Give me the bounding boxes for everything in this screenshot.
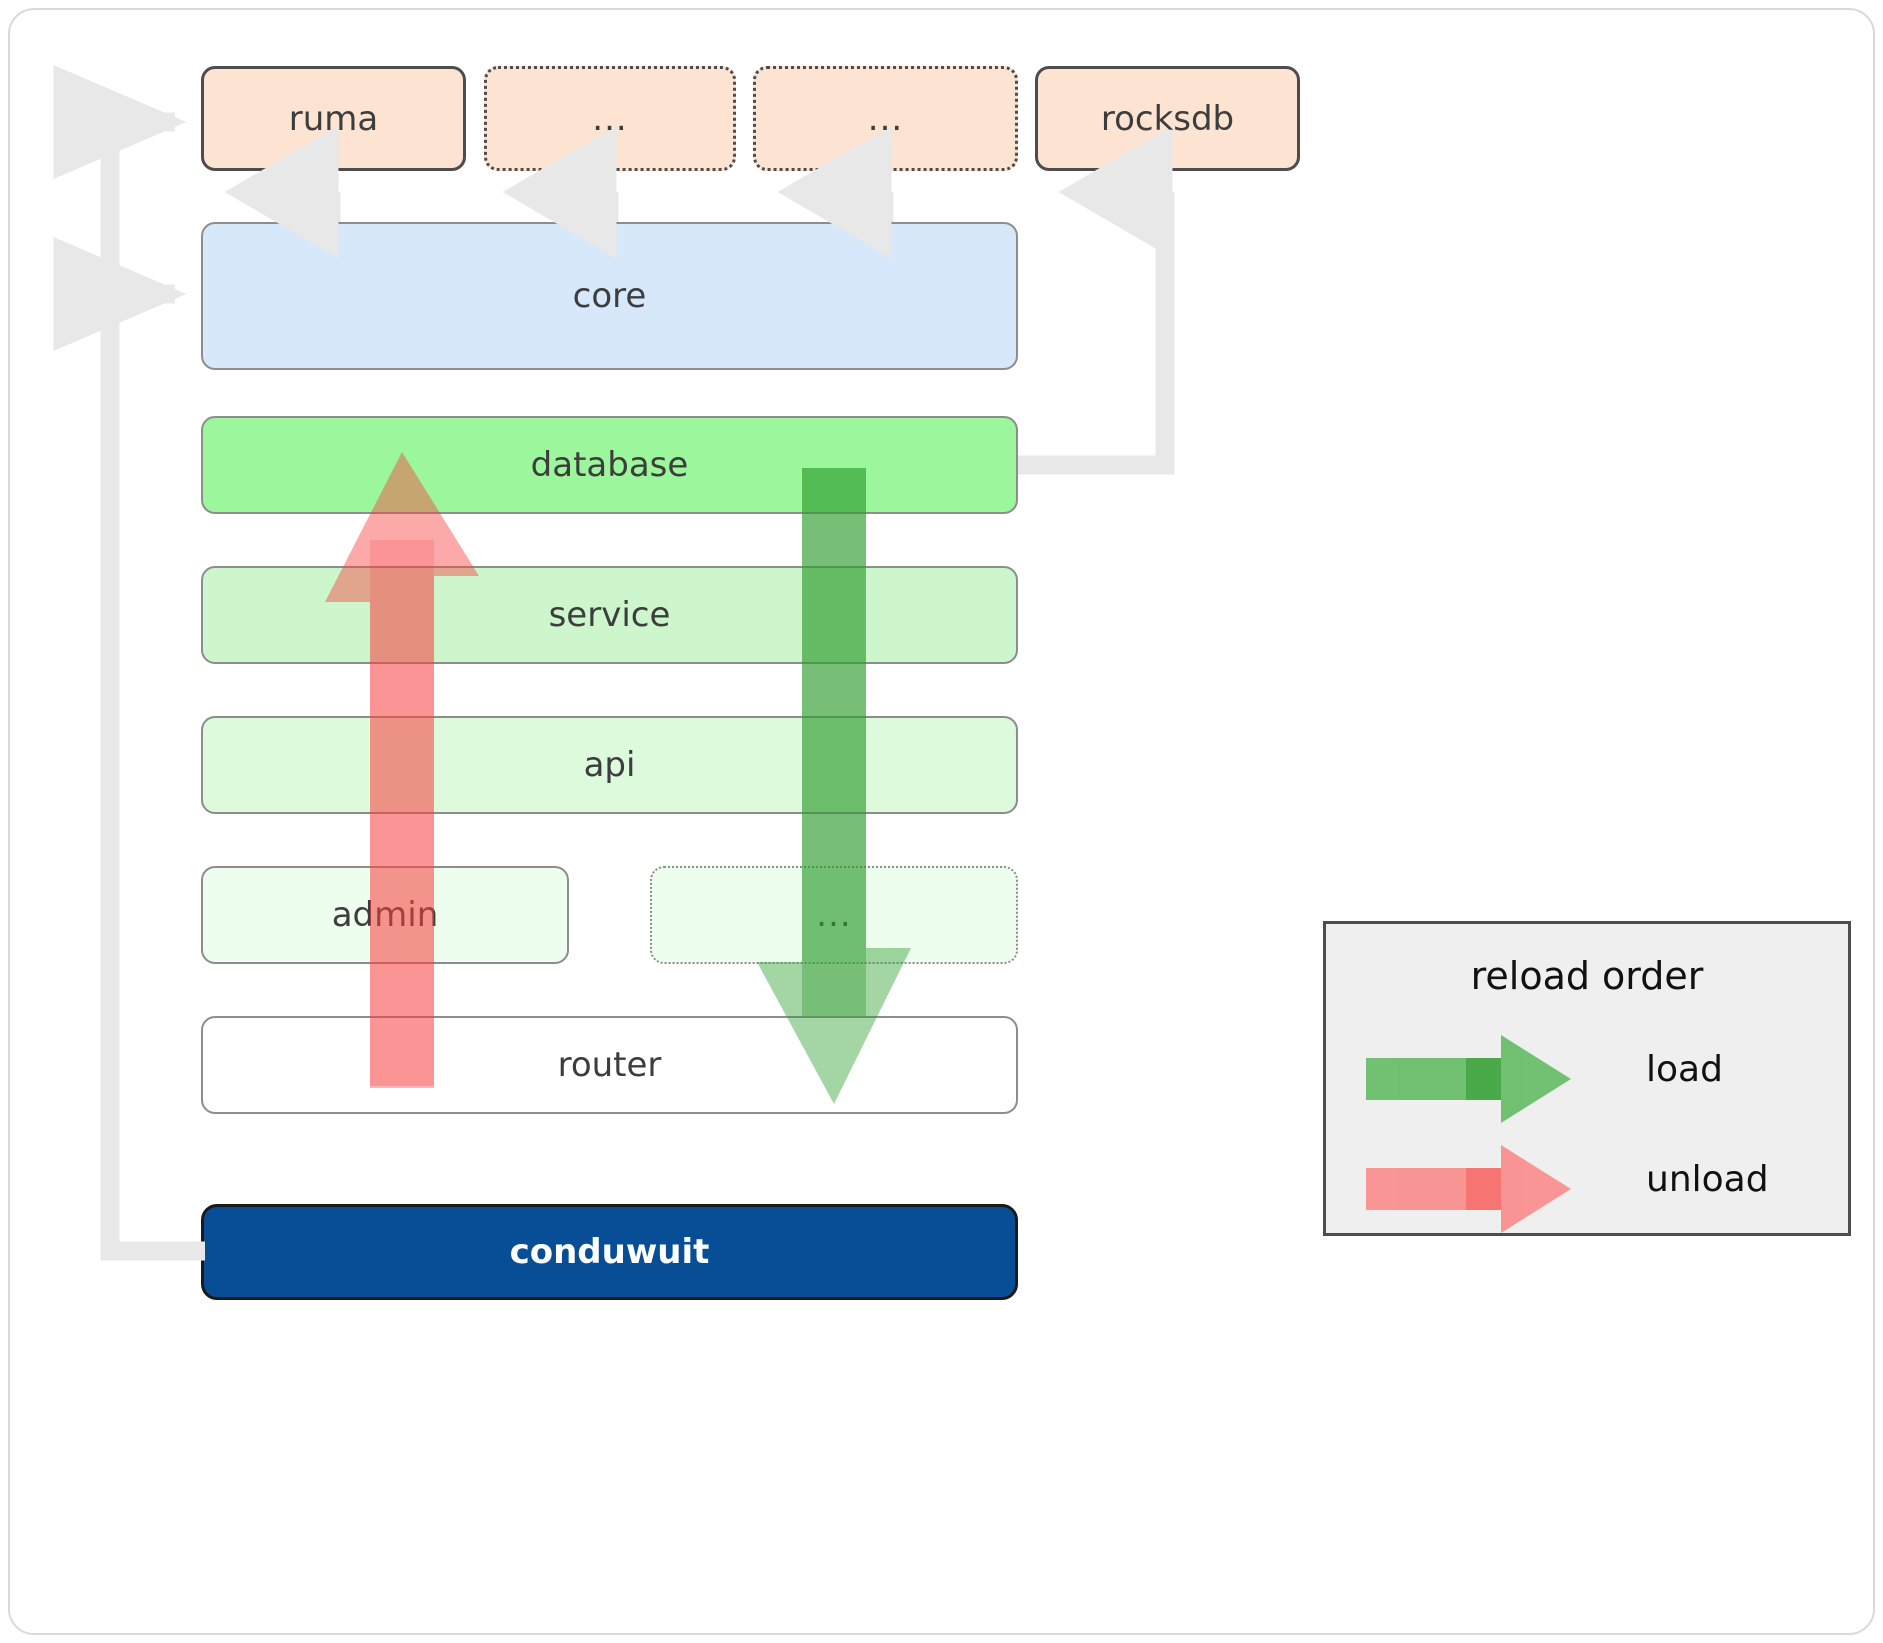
layer-box-database[interactable]: database	[201, 416, 1018, 514]
crate-label-dots-1: ...	[592, 98, 628, 139]
crate-label-rocksdb: rocksdb	[1100, 98, 1235, 139]
legend-panel: reload order load unload	[1323, 921, 1851, 1236]
crate-label-ruma: ruma	[288, 98, 379, 139]
core-to-crate-connectors	[224, 125, 894, 259]
layer-box-api[interactable]: api	[201, 716, 1018, 814]
legend-title: reload order	[1470, 954, 1704, 998]
crate-label-dots-2: ...	[867, 98, 904, 139]
layer-box-service[interactable]: service	[201, 566, 1018, 664]
layer-label-admin: admin	[331, 895, 439, 935]
layer-label-database: database	[530, 445, 689, 485]
legend-label-unload: unload	[1646, 1159, 1769, 1200]
layer-label-api: api	[583, 745, 636, 785]
layer-label-core: core	[572, 276, 647, 316]
legend-load-arrow-icon	[1366, 1035, 1571, 1123]
layer-label-admin-dots: ...	[816, 895, 852, 935]
legend-unload-arrow-icon	[1366, 1145, 1571, 1233]
layer-label-service: service	[548, 595, 671, 635]
left-dependency-connectors	[53, 65, 205, 1261]
layer-box-admin[interactable]: admin	[201, 866, 569, 964]
root-label-conduwuit: conduwuit	[509, 1232, 710, 1272]
layer-label-router: router	[557, 1045, 662, 1085]
root-box-conduwuit[interactable]: conduwuit	[201, 1204, 1018, 1300]
legend-label-load: load	[1646, 1049, 1723, 1090]
layer-box-router[interactable]: router	[201, 1016, 1018, 1114]
database-to-rocksdb-connector	[1018, 125, 1175, 475]
